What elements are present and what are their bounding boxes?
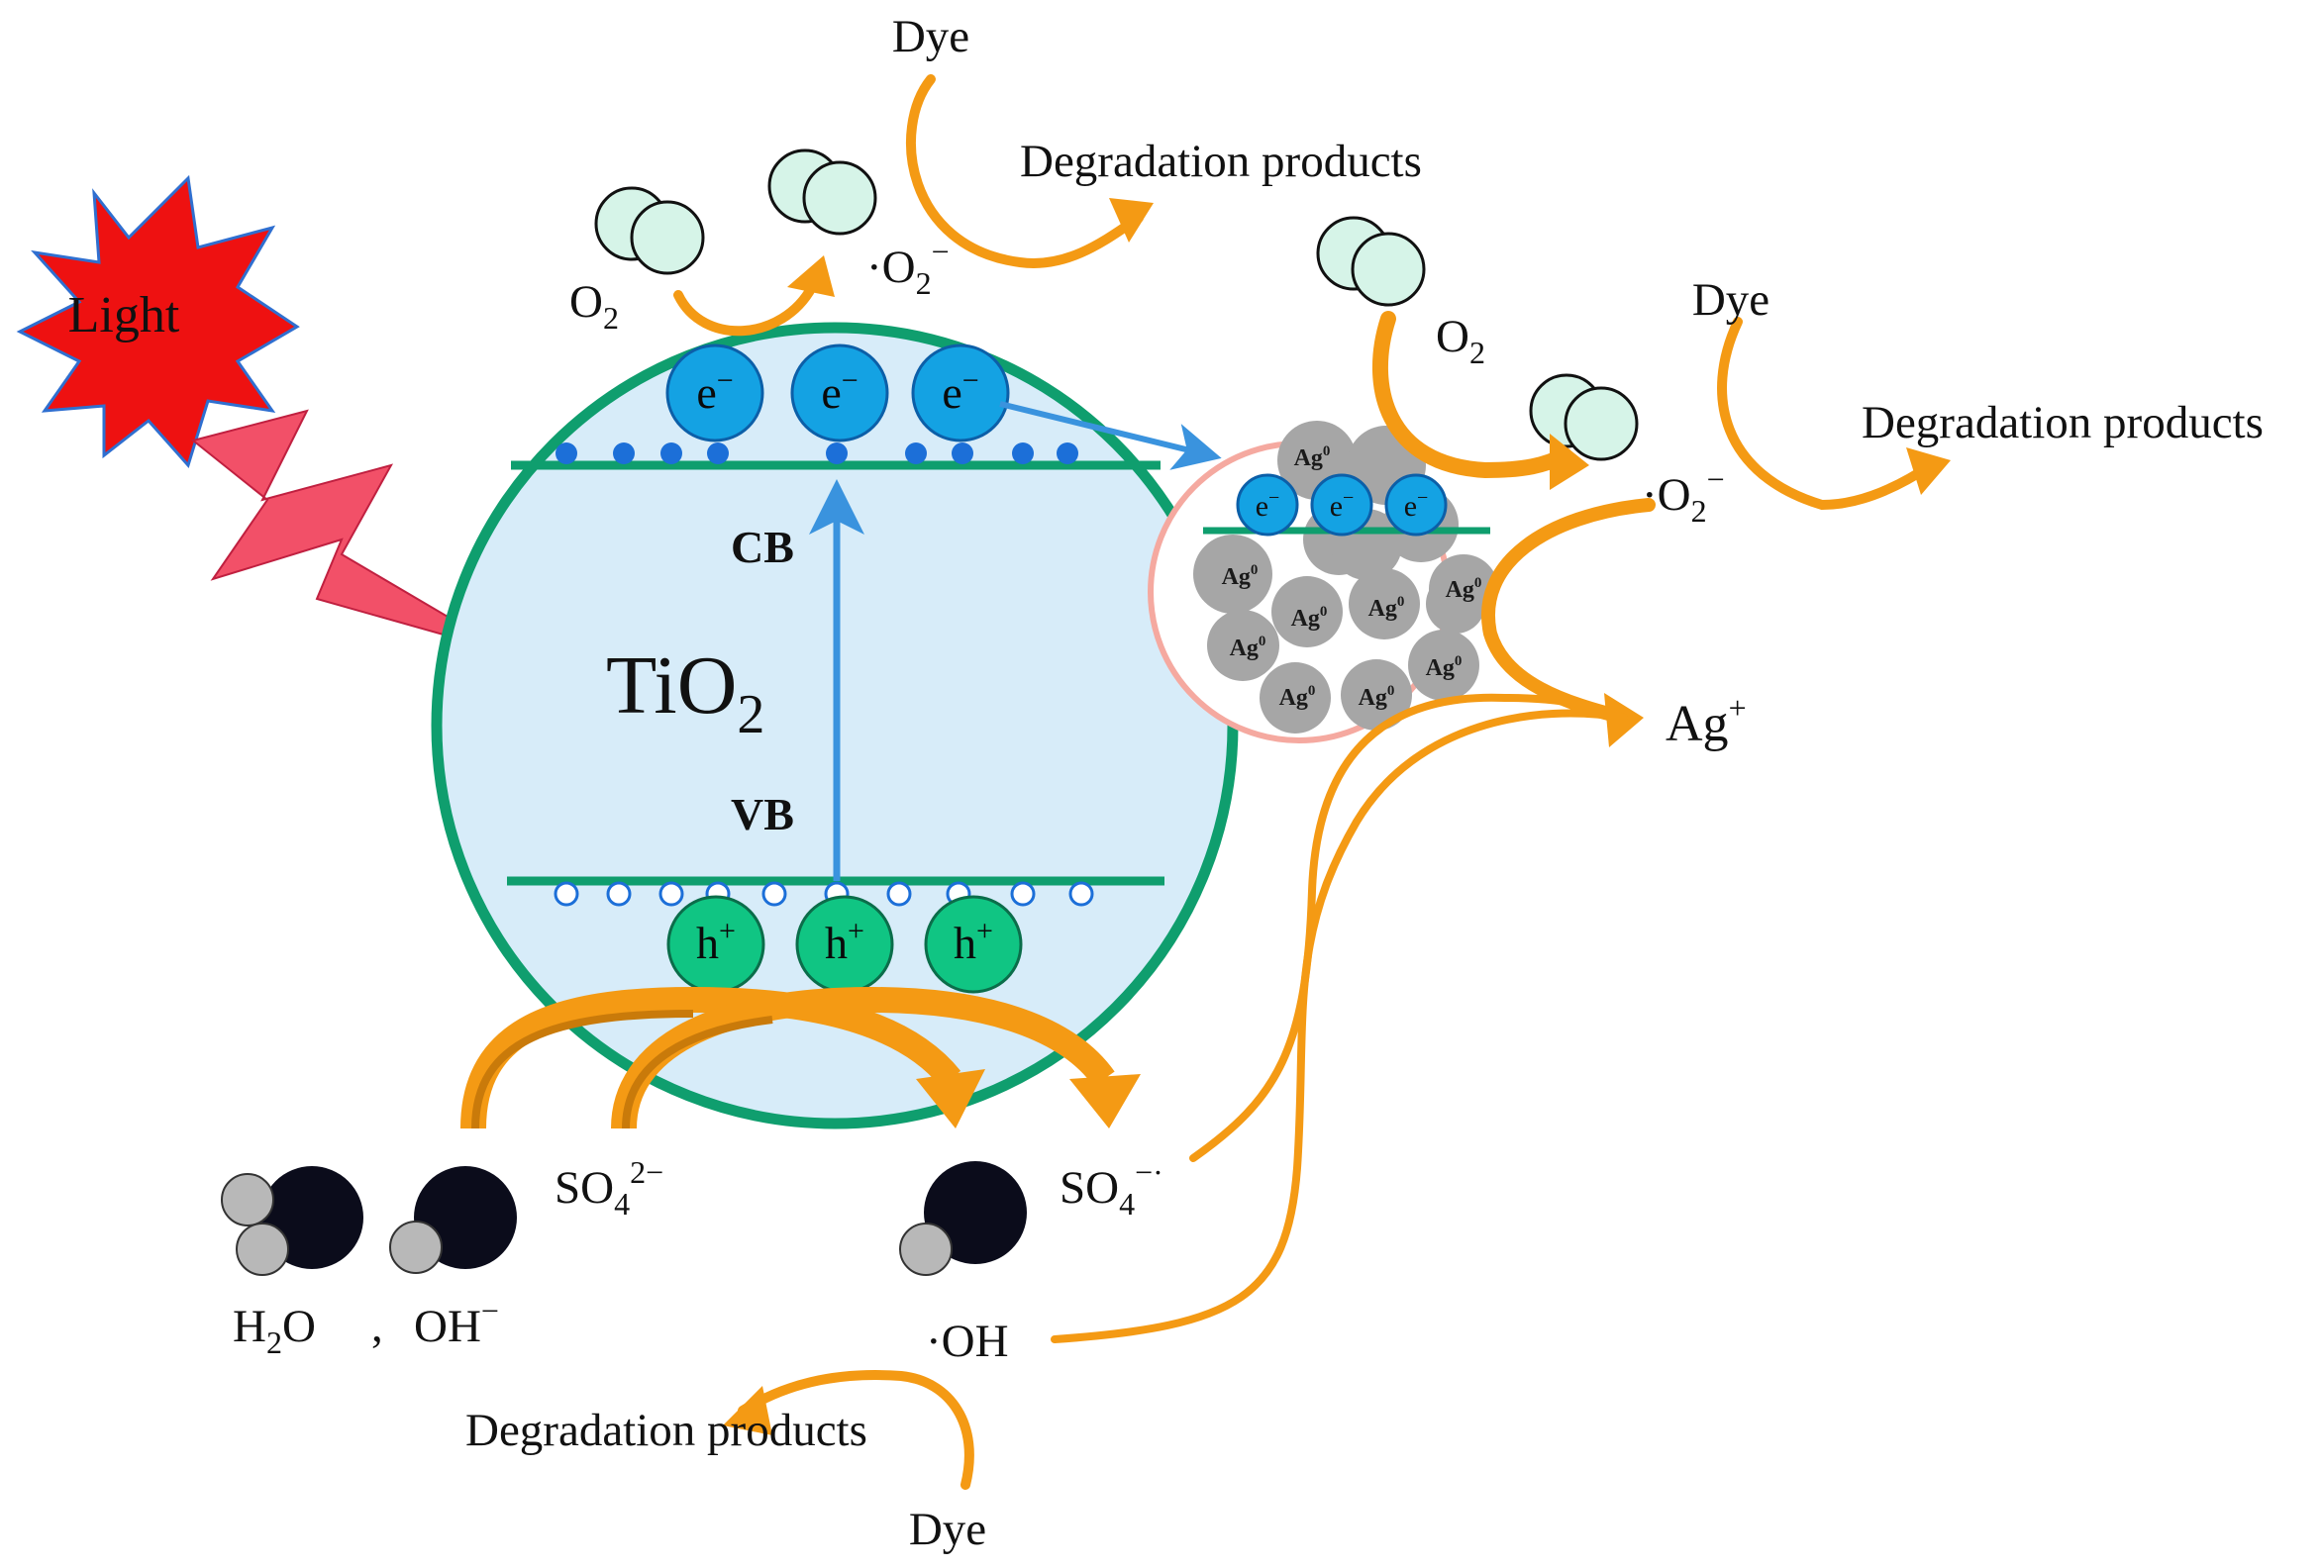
silver-atom-labels: Ag0 Ag0 Ag0 Ag0 Ag0 Ag0 Ag0 Ag0 Ag0 — [1222, 443, 1482, 711]
electron-particle: e− — [665, 343, 764, 442]
svg-text:Ag0: Ag0 — [1368, 594, 1405, 622]
superoxide-label: ·O2− — [866, 234, 950, 301]
o2-label: O2 — [569, 276, 619, 336]
superoxide-molecule-icon — [1529, 373, 1639, 461]
ag-electron-particle: e− — [1236, 473, 1299, 537]
svg-text:Ag0: Ag0 — [1426, 653, 1463, 681]
tio2-label: TiO2 — [606, 639, 764, 745]
hole-particle: h+ — [795, 895, 894, 994]
comma-separator: , — [371, 1301, 383, 1352]
svg-text:Ag0: Ag0 — [1294, 443, 1331, 471]
ag-electron-particle: e− — [1384, 473, 1448, 537]
vb-hole-dots — [554, 881, 1094, 907]
svg-text:Ag0: Ag0 — [1279, 683, 1316, 711]
svg-text:e−: e− — [1256, 487, 1280, 523]
svg-text:Ag0: Ag0 — [1230, 634, 1266, 661]
silver-ion-label: Ag+ — [1666, 690, 1747, 752]
svg-text:e−: e− — [696, 364, 733, 418]
hole-particle: h+ — [666, 895, 765, 994]
hydroxyl-radical-molecule-icon — [899, 1161, 1027, 1276]
h2o-molecule-icon — [221, 1166, 363, 1276]
electron-particle: e− — [911, 343, 1010, 442]
sulfate-label: SO42− — [555, 1154, 663, 1222]
cb-label: CB — [731, 522, 794, 572]
dye-label: Dye — [909, 1504, 986, 1555]
vb-label: VB — [731, 789, 794, 839]
svg-text:h+: h+ — [696, 915, 736, 968]
hydroxide-label: OH− — [414, 1293, 499, 1352]
electron-particle: e− — [790, 343, 889, 442]
light-burst-icon — [16, 174, 300, 468]
water-label: H2O — [233, 1301, 316, 1360]
svg-text:Ag0: Ag0 — [1446, 575, 1482, 603]
o2-molecule-icon — [1316, 216, 1426, 307]
hydroxyl-radical-label: ·OH — [926, 1316, 1009, 1367]
svg-text:Ag0: Ag0 — [1291, 604, 1328, 632]
dye-label: Dye — [1692, 274, 1769, 326]
svg-text:Ag0: Ag0 — [1359, 683, 1395, 711]
ag-electron-particle: e− — [1310, 473, 1373, 537]
hydroxide-molecule-icon — [389, 1166, 517, 1274]
reaction-arrows — [673, 74, 1951, 1490]
hole-oxidation-arrows — [460, 986, 1141, 1129]
svg-text:h+: h+ — [954, 915, 993, 968]
hole-particle: h+ — [924, 895, 1023, 994]
svg-text:e−: e− — [942, 364, 978, 418]
cb-electron-dots — [556, 442, 1078, 464]
degradation-products-label: Degradation products — [1862, 397, 2264, 448]
sulfate-radical-label: SO4−· — [1060, 1154, 1163, 1222]
superoxide-molecule-icon — [767, 148, 877, 236]
svg-text:Ag0: Ag0 — [1222, 562, 1259, 590]
svg-text:e−: e− — [821, 364, 858, 418]
degradation-products-label: Degradation products — [465, 1405, 867, 1456]
light-label: Light — [68, 287, 180, 343]
svg-text:e−: e− — [1330, 487, 1355, 523]
o2-label: O2 — [1436, 311, 1485, 370]
o2-molecule-icon — [594, 186, 705, 275]
svg-text:e−: e− — [1404, 487, 1429, 523]
superoxide-label: ·O2− — [1642, 461, 1725, 529]
svg-text:h+: h+ — [825, 915, 864, 968]
degradation-products-label: Degradation products — [1020, 136, 1422, 187]
electron-transfer-arrow — [999, 401, 1222, 470]
dye-label: Dye — [892, 11, 969, 62]
